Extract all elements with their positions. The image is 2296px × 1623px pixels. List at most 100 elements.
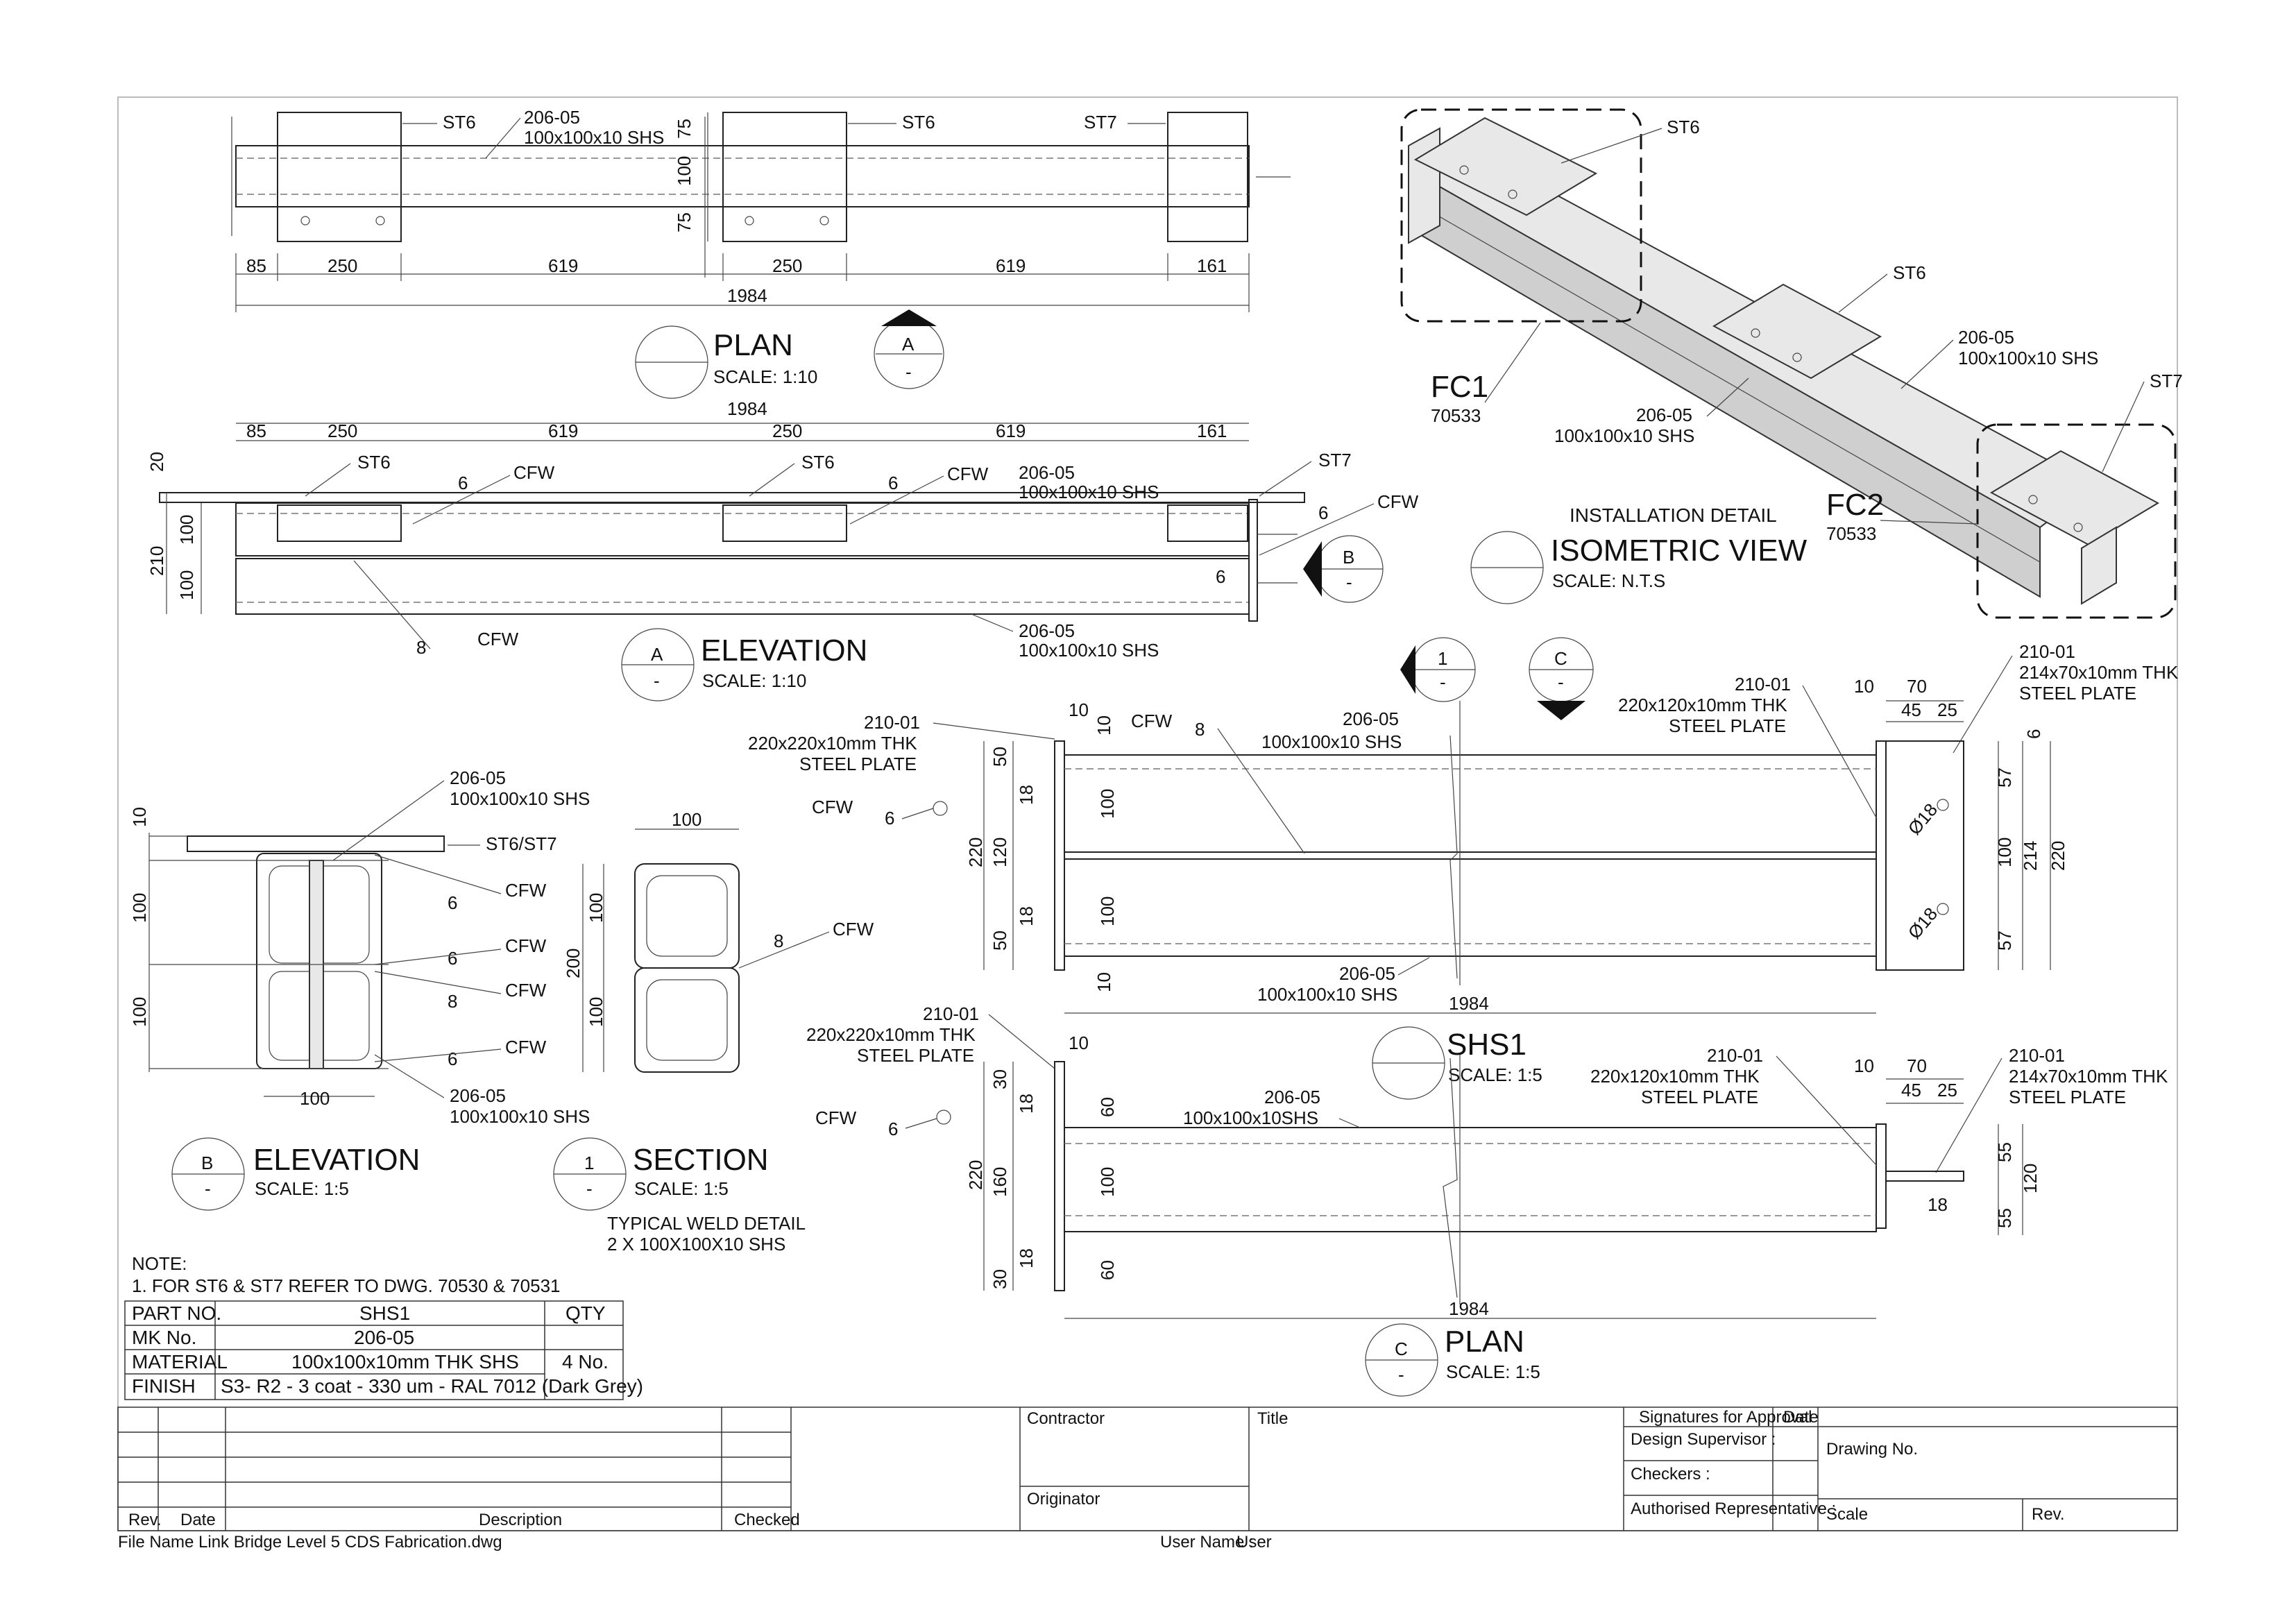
shs1-dim-100a: 100	[1097, 789, 1118, 819]
dim-75a: 75	[674, 119, 695, 139]
shs1-cfw-top: CFW	[1131, 711, 1173, 731]
iso-caption: INSTALLATION DETAIL	[1570, 504, 1777, 526]
pc-r45: 45	[1901, 1080, 1921, 1101]
shs1-cfw-left: CFW	[812, 797, 853, 817]
elev-mk2: 206-05	[1019, 620, 1075, 641]
shs1-mk-top: 206-05	[1343, 708, 1399, 729]
tb-authorised: Authorised Representative :	[1631, 1499, 1836, 1518]
elev-st6b: ST6	[801, 452, 835, 473]
shs1-dim-18a: 18	[1016, 785, 1037, 805]
pt-qty-header: QTY	[566, 1302, 606, 1324]
s1-w8: 8	[774, 931, 783, 951]
iso-st6b: ST6	[1893, 262, 1926, 283]
elev-w6c: 6	[1318, 502, 1328, 523]
label-mk-desc: 100x100x10 SHS	[524, 127, 664, 148]
elev-dim-619b: 619	[996, 420, 1026, 441]
shs1-r45: 45	[1901, 699, 1921, 720]
parts-table: PART NO. SHS1 MK No. 206-05 MATERIAL 100…	[124, 1300, 643, 1400]
shs1-title: SHS1	[1447, 1028, 1527, 1062]
s1-note2: 2 X 100X100X10 SHS	[607, 1234, 785, 1255]
pc-pl-right: 210-01	[1707, 1045, 1763, 1066]
tb-contractor: Contractor	[1027, 1409, 1105, 1428]
shs1-dim-100b: 100	[1097, 897, 1118, 926]
marker-c-sub: -	[1558, 672, 1564, 692]
s1-tag-sub: -	[586, 1178, 593, 1199]
shs1-hole2: Ø18	[1904, 903, 1942, 943]
pc-dim-30b: 30	[989, 1269, 1010, 1289]
plate-st6-b	[722, 112, 847, 242]
marker-a-letter: A	[902, 334, 915, 355]
elev-a-tag-letter: A	[651, 644, 663, 665]
elev-cfw-a: CFW	[513, 462, 555, 483]
shs1-plate-left	[1054, 740, 1065, 971]
elev-st7: ST7	[1318, 450, 1352, 470]
pc-dim-10: 10	[1069, 1033, 1089, 1053]
sheet-border	[117, 96, 2178, 1531]
pc-dim-18a: 18	[1016, 1094, 1037, 1114]
tb-title: Title	[1257, 1409, 1288, 1428]
elev-dim-1984: 1984	[727, 398, 767, 419]
s1-scale: SCALE: 1:5	[634, 1178, 729, 1199]
s1-dim-100b: 100	[586, 997, 606, 1027]
shs1-dim-120: 120	[989, 838, 1010, 867]
iso-scale: SCALE: N.T.S	[1552, 570, 1665, 591]
shs1-r70: 70	[1907, 676, 1927, 697]
elev-cfw-d: CFW	[477, 629, 519, 649]
elev-w6d: 6	[1216, 566, 1225, 587]
pt-row1-label: PART NO.	[132, 1302, 221, 1324]
shs1-r57a: 57	[1994, 767, 2015, 788]
label-st7: ST7	[1084, 112, 1117, 133]
shs1-dim-18b: 18	[1016, 906, 1037, 926]
iso-fc2: FC2	[1826, 488, 1884, 522]
iso-mk2: 206-05	[1636, 405, 1692, 425]
pc-pl-right-desc1: 220x120x10mm THK	[1590, 1066, 1760, 1087]
elevation-b-view: 10 100 100 100 206-05 100x100x10 SHS ST6…	[129, 767, 590, 1211]
pc-r55a: 55	[1994, 1142, 2015, 1162]
elev-dim-100a: 100	[176, 515, 197, 545]
dim-100: 100	[674, 156, 695, 186]
marker-a-sub: -	[905, 362, 912, 382]
label-st6-a: ST6	[443, 112, 476, 133]
pc-pl-left-desc2: STEEL PLATE	[857, 1045, 974, 1066]
label-mk: 206-05	[524, 107, 580, 128]
tb-signatures: Signatures for Approval	[1639, 1408, 1812, 1427]
footer-user: User	[1236, 1533, 1272, 1552]
s1-note1: TYPICAL WELD DETAIL	[607, 1213, 806, 1234]
elev-a-title: ELEVATION	[701, 634, 867, 668]
iso-fc1: FC1	[1431, 370, 1488, 404]
shs1-pl-right-desc1: 220x120x10mm THK	[1618, 695, 1787, 715]
pt-qty-value: 4 No.	[562, 1351, 609, 1373]
marker-b-letter: B	[1343, 547, 1354, 568]
dim-1984: 1984	[727, 285, 767, 306]
footer-file-name: File Name Link Bridge Level 5 CDS Fabric…	[118, 1533, 502, 1552]
tb-checked: Checked	[734, 1511, 800, 1529]
pc-r70: 70	[1907, 1055, 1927, 1076]
dim-75b: 75	[674, 212, 695, 232]
marker-b-sub: -	[1346, 572, 1352, 593]
shs1-dim-1984: 1984	[1449, 993, 1489, 1014]
shs1-dim-10a: 10	[1069, 699, 1089, 720]
eb-mk2-desc: 100x100x10 SHS	[450, 1106, 590, 1127]
eb-mk1: 206-05	[450, 767, 506, 788]
title-block: Rev. Date Description Checked Contractor…	[117, 1407, 2178, 1531]
s1-tag-letter: 1	[584, 1153, 594, 1173]
elev-w6b: 6	[888, 473, 898, 493]
notes-block: NOTE: 1. FOR ST6 & ST7 REFER TO DWG. 705…	[132, 1253, 561, 1296]
shs1-dim-50a: 50	[989, 747, 1010, 767]
shs1-mk-bot-desc: 100x100x10 SHS	[1257, 984, 1397, 1005]
shs1-r57b: 57	[1994, 931, 2015, 951]
pc-pl-left-desc1: 220x220x10mm THK	[806, 1024, 976, 1045]
pc-dim-30a: 30	[989, 1069, 1010, 1089]
elev-cfw-b: CFW	[947, 464, 989, 484]
tb-description: Description	[479, 1511, 562, 1529]
footer-user-label: User Name :	[1160, 1533, 1254, 1552]
shs1-w6: 6	[885, 808, 894, 829]
label-st6-b: ST6	[902, 112, 935, 133]
shs1-mk-bot: 206-05	[1339, 963, 1395, 984]
iso-title: ISOMETRIC VIEW	[1551, 534, 1808, 568]
eb-cfw-c: CFW	[505, 980, 547, 1001]
shs1-pl-end-desc2: STEEL PLATE	[2019, 683, 2136, 704]
eb-dim-100a: 100	[129, 893, 150, 923]
elev-mk2-desc: 100x100x10 SHS	[1019, 640, 1159, 661]
